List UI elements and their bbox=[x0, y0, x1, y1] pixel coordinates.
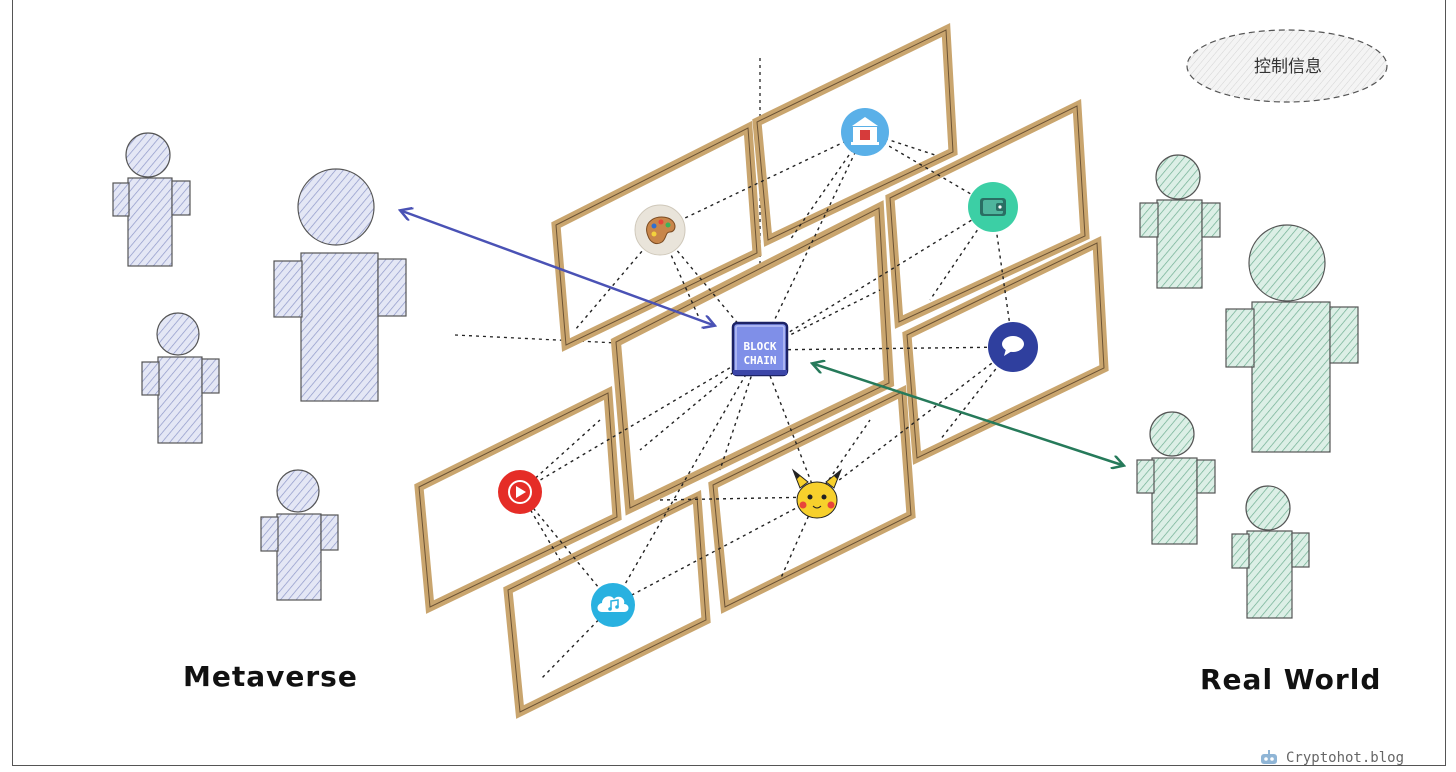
metaverse-person bbox=[141, 312, 220, 444]
robot-logo-icon bbox=[1261, 750, 1277, 764]
real-world-person bbox=[1231, 485, 1310, 619]
wallet-icon bbox=[968, 182, 1018, 232]
watermark: Cryptohot.blog bbox=[1258, 750, 1404, 766]
control-tag-ellipse bbox=[1186, 29, 1388, 103]
hub-label: BLOCK bbox=[743, 340, 776, 353]
diagram-frame bbox=[12, 0, 1446, 766]
real-world-person bbox=[1136, 411, 1216, 545]
bank-icon bbox=[841, 108, 889, 156]
pikachu-icon bbox=[791, 468, 843, 519]
svg-text:CHAIN: CHAIN bbox=[743, 354, 776, 367]
watermark-text: Cryptohot.blog bbox=[1286, 750, 1405, 766]
real-world-person bbox=[1225, 224, 1359, 453]
chat-icon bbox=[988, 322, 1038, 372]
metaverse-arrow bbox=[402, 211, 713, 325]
real-world-arrow bbox=[814, 364, 1122, 465]
metaverse-person bbox=[112, 132, 191, 267]
metaverse-person bbox=[260, 469, 339, 601]
real-world-person bbox=[1139, 154, 1221, 289]
play-icon bbox=[498, 470, 542, 514]
real-world-label: Real World bbox=[1200, 663, 1382, 696]
blockchain-hub: BLOCK CHAIN bbox=[731, 321, 789, 377]
music-cloud-icon bbox=[591, 583, 635, 627]
metaverse-label: Metaverse bbox=[183, 660, 358, 693]
real-world-people bbox=[1136, 154, 1359, 619]
metaverse-people bbox=[112, 132, 407, 601]
palette-icon bbox=[634, 204, 686, 256]
metaverse-person bbox=[273, 168, 407, 402]
control-tag-label: 控制信息 bbox=[1254, 57, 1322, 77]
